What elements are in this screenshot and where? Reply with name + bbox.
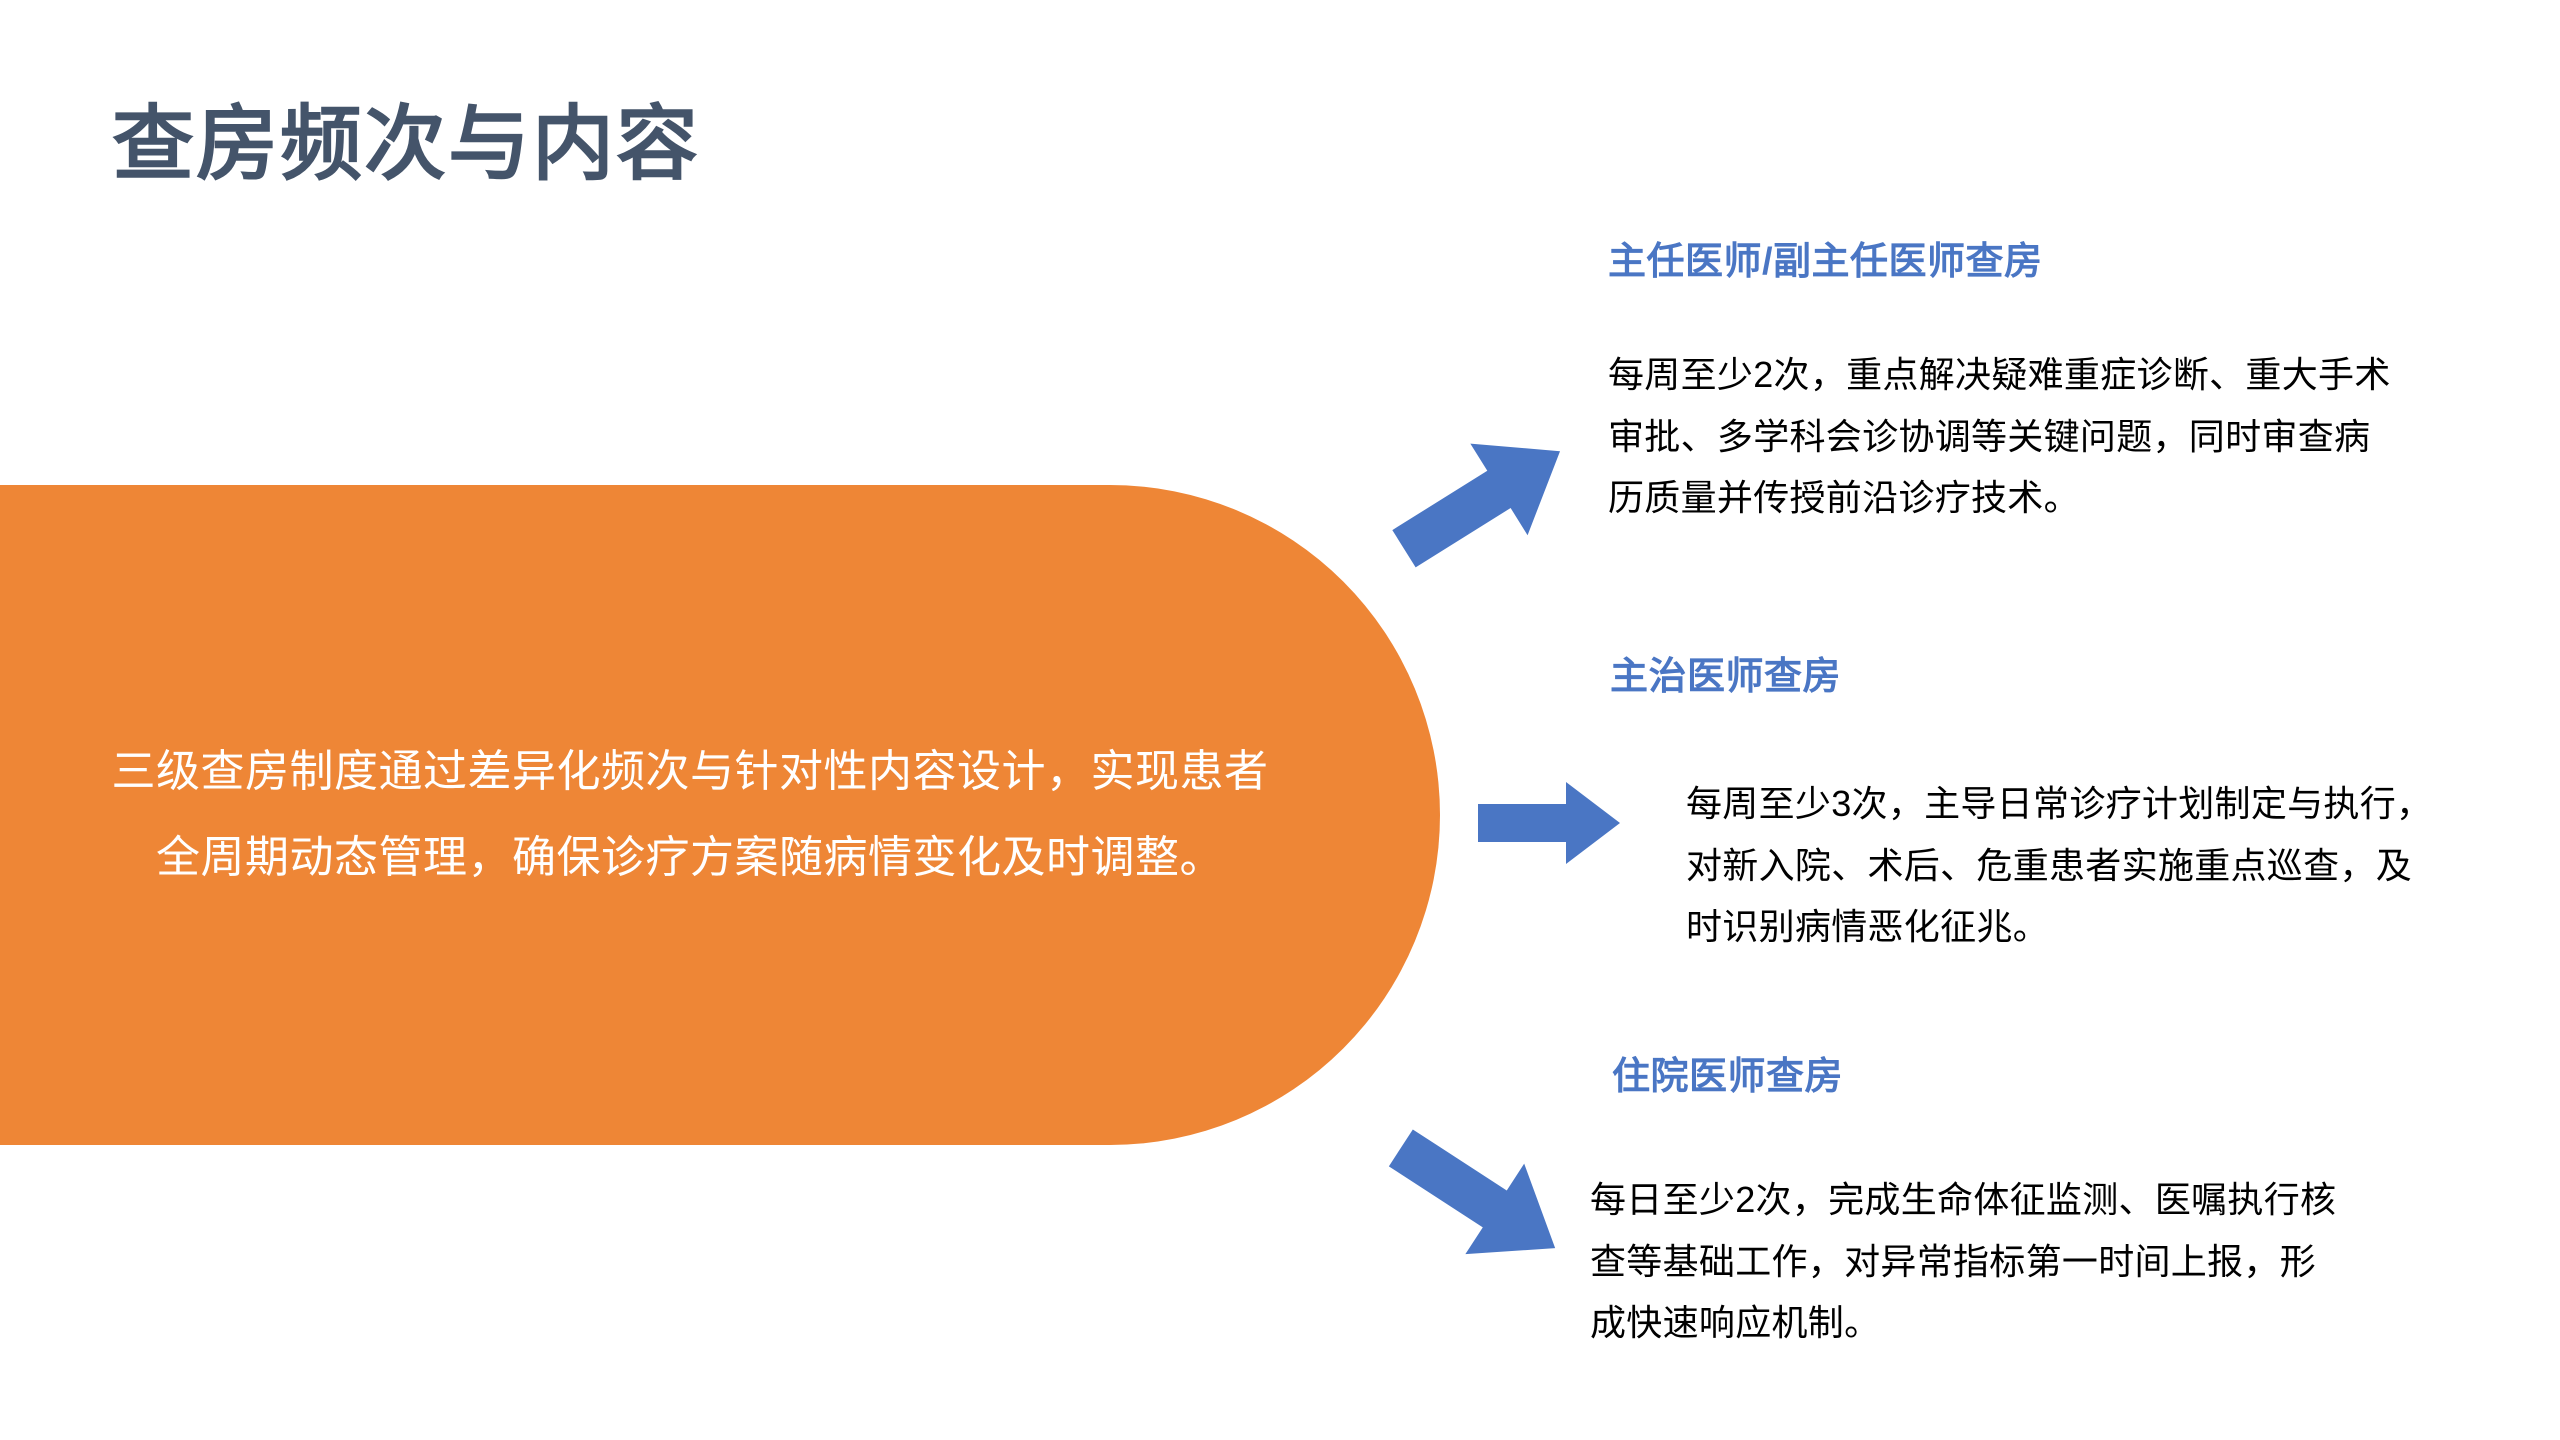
detail-block-body: 每周至少2次，重点解决疑难重症诊断、重大手术审批、多学科会诊协调等关键问题，同时… bbox=[1608, 353, 2391, 519]
arrow-right-icon bbox=[1478, 782, 1620, 864]
detail-block-heading: 主治医师查房 bbox=[1610, 656, 1842, 698]
detail-block-heading: 住院医师查房 bbox=[1612, 1056, 1844, 1098]
arrow-up-right-icon bbox=[1382, 420, 1582, 580]
detail-block-chief-physician: 主任医师/副主任医师查房 每周至少2次，重点解决疑难重症诊断、重大手术审批、多学… bbox=[1608, 240, 2398, 529]
detail-block-resident-physician: 住院医师查房 每日至少2次，完成生命体征监测、医嘱执行核查等基础工作，对异常指标… bbox=[1590, 1055, 2412, 1354]
summary-banner: 三级查房制度通过差异化频次与针对性内容设计，实现患者全周期动态管理，确保诊疗方案… bbox=[0, 485, 1440, 1145]
arrow-down-right-icon bbox=[1378, 1118, 1578, 1278]
detail-block-heading: 主任医师/副主任医师查房 bbox=[1608, 241, 2043, 283]
detail-block-body: 每周至少3次，主导日常诊疗计划制定与执行，对新入院、术后、危重患者实施重点巡查，… bbox=[1686, 782, 2433, 948]
page-title: 查房频次与内容 bbox=[112, 99, 701, 190]
detail-block-body: 每日至少2次，完成生命体征监测、医嘱执行核查等基础工作，对异常指标第一时间上报，… bbox=[1590, 1178, 2337, 1344]
detail-block-attending-physician: 主治医师查房 每周至少3次，主导日常诊疗计划制定与执行，对新入院、术后、危重患者… bbox=[1610, 655, 2432, 958]
summary-banner-text: 三级查房制度通过差异化频次与针对性内容设计，实现患者全周期动态管理，确保诊疗方案… bbox=[111, 747, 1269, 882]
